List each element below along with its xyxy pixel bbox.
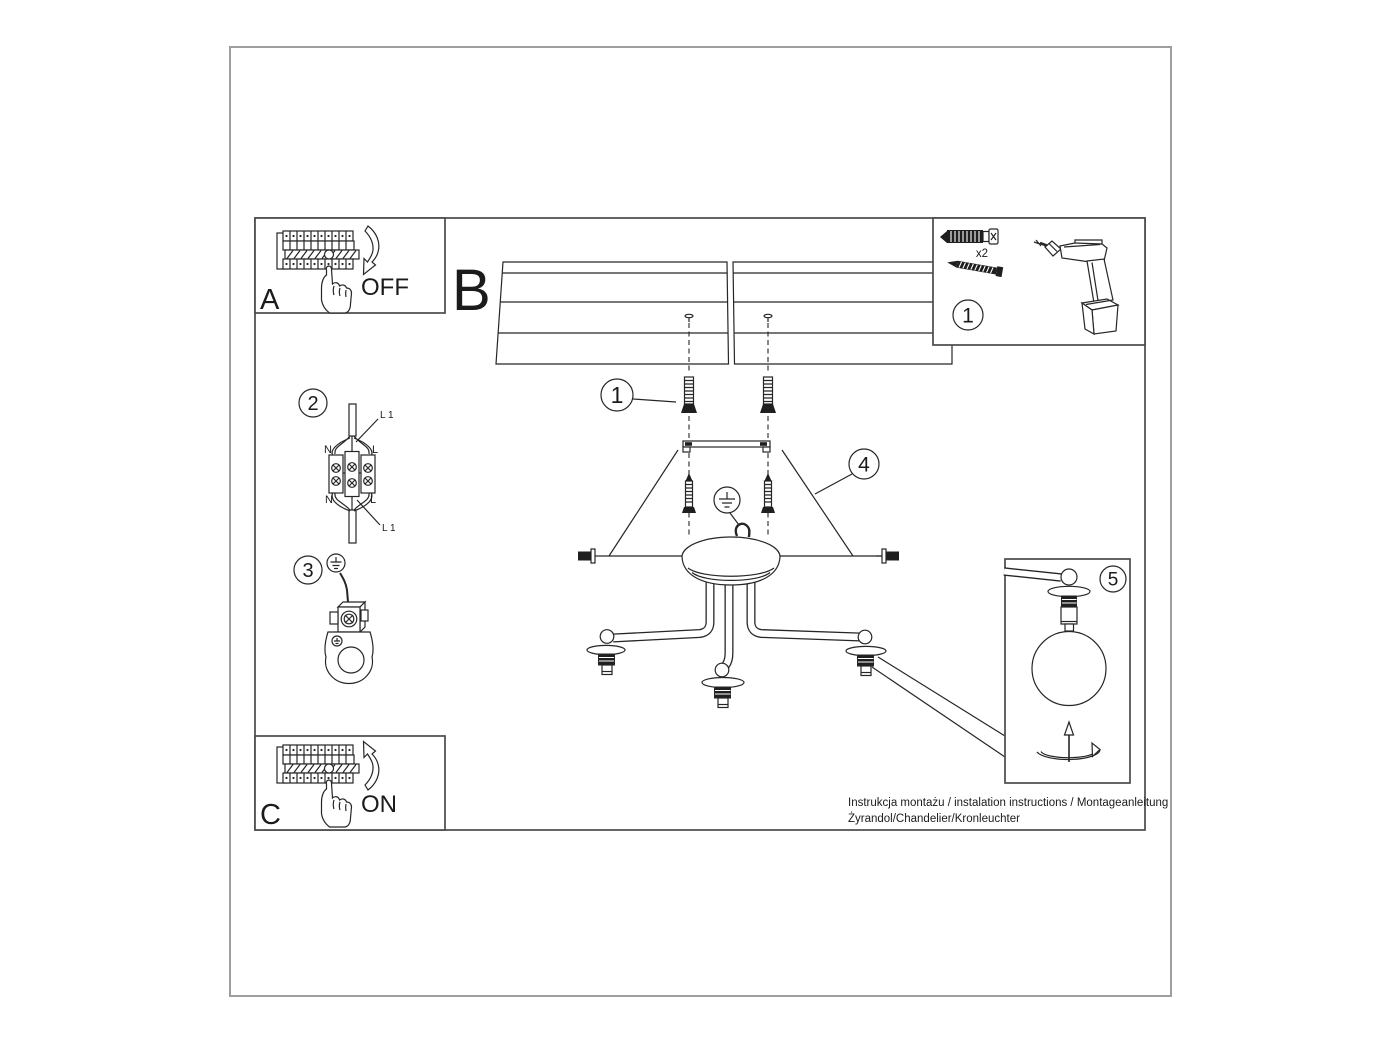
drill-icon <box>1033 239 1120 336</box>
kit-box: x2 1 <box>932 217 1146 346</box>
chandelier <box>586 522 887 709</box>
wire-label-l1-bottom: L 1 <box>382 523 396 534</box>
globe-bulb <box>1031 630 1107 707</box>
canopy-guides <box>578 449 899 564</box>
drill-mark-icon <box>763 313 773 322</box>
wiring-diagram: 2 N L N L L 1 L 1 <box>298 388 396 544</box>
lamp-socket <box>586 629 626 676</box>
side-bolt-icon <box>578 548 601 564</box>
step-number: 1 <box>962 305 974 328</box>
step-circle-wall: 1 <box>600 378 677 412</box>
ceiling <box>495 261 953 365</box>
detail-leader-lines <box>871 656 1006 758</box>
lamp-socket <box>845 629 887 677</box>
step-circle-ground: 3 <box>293 555 323 585</box>
step-letter: C <box>260 799 281 831</box>
lamp-socket <box>701 662 745 709</box>
footer-text: Instrukcja montażu / instalation instruc… <box>848 797 1168 825</box>
step-circle-mount: 4 <box>814 448 880 495</box>
screw-icon <box>947 260 1004 278</box>
detail-box-5: 5 <box>1003 558 1131 784</box>
step-letter-b: B <box>452 258 491 323</box>
wire-label-l1-top: L 1 <box>380 410 394 421</box>
side-bolt-icon <box>876 548 899 564</box>
step-number: 3 <box>302 560 313 582</box>
rotation-arrow-icon <box>1036 720 1101 762</box>
wire-label-l-bottom: L <box>370 494 376 506</box>
drill-mark-icon <box>684 313 694 322</box>
ground-symbol-icon <box>326 553 346 573</box>
ground-wire <box>734 522 751 538</box>
step-number: 5 <box>1108 570 1119 591</box>
footer-line-1: Instrukcja montażu / instalation instruc… <box>848 797 1168 809</box>
panel-a-box: A OFF <box>254 217 446 316</box>
terminal-screws <box>331 462 373 488</box>
canopy <box>681 536 781 586</box>
off-label: OFF <box>361 274 409 301</box>
ground-terminal-diagram: 3 <box>293 553 374 685</box>
panel-c-box: C ON <box>254 735 446 831</box>
step-circle-bulb: 5 <box>1099 565 1127 593</box>
alignment-dashed-lines <box>688 323 769 536</box>
wire-label-n-bottom: N <box>325 494 333 506</box>
wire-label-l-top: L <box>372 444 378 456</box>
wire-label-n-top: N <box>324 444 332 456</box>
ground-symbol-icon <box>713 486 741 526</box>
step-number: 2 <box>307 393 318 415</box>
step-letter: A <box>260 284 280 316</box>
step-circle-kit: 1 <box>952 299 984 331</box>
step-circle-wiring: 2 <box>298 388 328 418</box>
footer-line-2: Żyrandol/Chandelier/Kronleuchter <box>848 812 1020 825</box>
step-number: 1 <box>611 382 624 408</box>
step-number: 4 <box>858 454 870 477</box>
wall-plug-screw-icon <box>940 228 999 245</box>
mounting-bracket <box>682 440 771 453</box>
quantity-label: x2 <box>976 248 988 260</box>
on-label: ON <box>361 791 397 818</box>
